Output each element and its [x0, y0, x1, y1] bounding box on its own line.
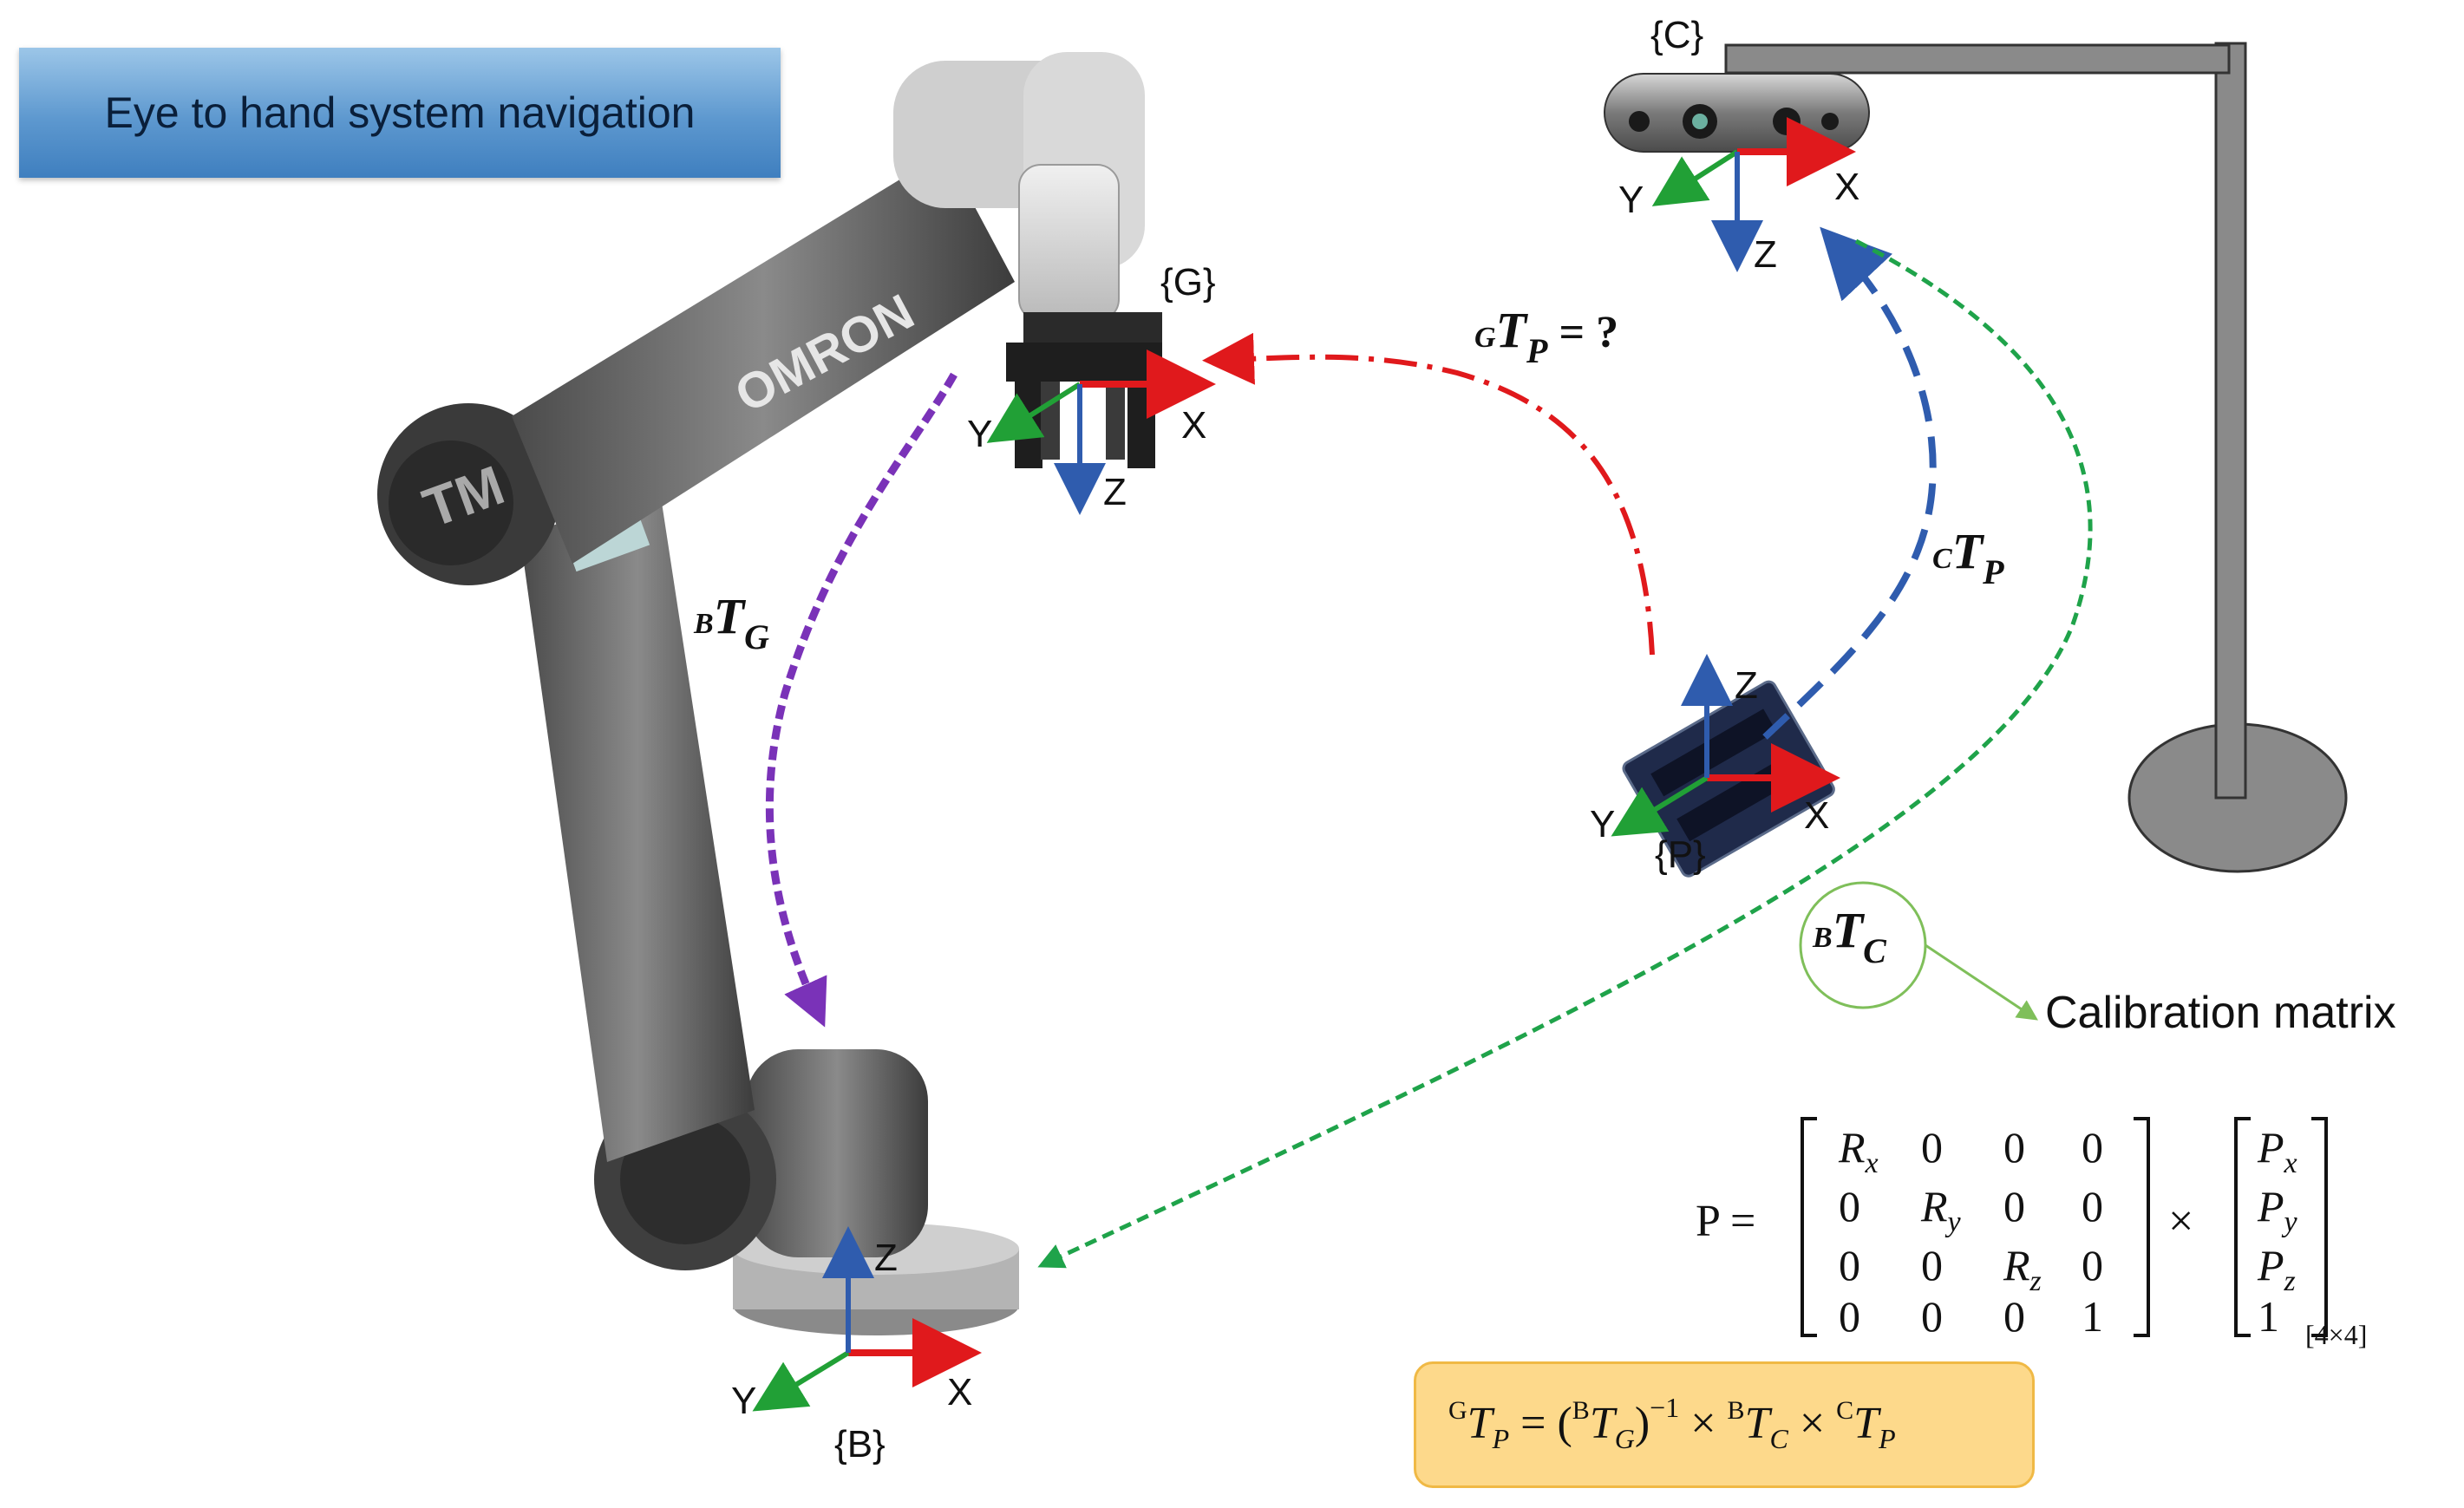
base-frame-label: {B} — [834, 1423, 886, 1466]
part-frame-label: {P} — [1655, 833, 1706, 876]
gripper-to-part-arrow — [1202, 332, 1655, 656]
camera-frame-axes — [1651, 117, 1856, 272]
base-to-camera-arrow — [1037, 238, 2093, 1269]
robot-arm: TM OMRON — [377, 52, 1162, 1335]
matrix-cell: 0 — [1839, 1182, 1860, 1231]
axis-label-z: Z — [1754, 233, 1777, 276]
axis-label-y: Y — [1618, 179, 1644, 221]
calibration-callout-arrow — [1925, 943, 2038, 1021]
axis-label-z: Z — [1103, 471, 1127, 513]
matrix-cell: 0 — [2003, 1292, 2025, 1341]
vector-cell: Py — [2257, 1182, 2298, 1238]
final-equation: GTP = (BTG)−1 × BTC × CTP — [1448, 1392, 1896, 1454]
matrix-cell: 0 — [2082, 1241, 2103, 1289]
axis-label-x: X — [1834, 166, 1859, 208]
axis-label-z: Z — [1735, 664, 1758, 707]
camera-stand — [1724, 42, 2348, 873]
matrix-cell: Rx — [1838, 1123, 1879, 1179]
part-frame-axes — [1611, 654, 1840, 837]
base-to-camera-label: BTC — [1812, 902, 1887, 970]
camera-to-part-label: CTP — [1932, 523, 2004, 591]
matrix-cell: 0 — [1921, 1292, 1943, 1341]
gripper-frame-label: {G} — [1160, 261, 1216, 304]
matrix-cell: Rz — [2003, 1241, 2042, 1297]
calibration-matrix-label: Calibration matrix — [2045, 988, 2396, 1038]
base-to-gripper-arrow — [765, 372, 957, 1028]
times-sign: × — [2168, 1197, 2193, 1246]
axis-label-y: Y — [731, 1380, 756, 1422]
matrix-cell: 0 — [1921, 1241, 1943, 1289]
gripper — [1006, 343, 1162, 468]
depth-camera — [1604, 73, 1870, 153]
vector-cell: Px — [2257, 1123, 2297, 1179]
matrix-cell: 0 — [1921, 1123, 1943, 1172]
axis-label-x: X — [1804, 794, 1829, 837]
axis-label-x: X — [1181, 404, 1206, 447]
gripper-frame-axes — [986, 349, 1216, 515]
matrix-cell: 0 — [2003, 1182, 2025, 1231]
matrix-cell: 0 — [2082, 1123, 2103, 1172]
axis-label-y: Y — [967, 413, 992, 455]
equation-lhs: P = — [1696, 1197, 1755, 1246]
vector-cell: Pz — [2257, 1241, 2296, 1297]
matrix-cell: 0 — [1839, 1292, 1860, 1341]
gripper-to-part-label: GTP = ? — [1474, 302, 1618, 370]
base-to-gripper-label: BTG — [693, 588, 769, 656]
final-equation-text: GTP = (BTG)−1 × BTC × CTP — [1448, 1392, 1896, 1454]
axis-label-z: Z — [874, 1237, 898, 1279]
matrix-cell: 0 — [2082, 1182, 2103, 1231]
matrix-cell: 1 — [2082, 1292, 2103, 1341]
camera-to-part-arrow — [1762, 226, 1937, 740]
matrix-size-label: [4×4] — [2305, 1319, 2367, 1350]
base-frame-axes — [752, 1226, 982, 1412]
title-banner: Eye to hand system navigation — [19, 48, 781, 178]
matrix-cell: 0 — [2003, 1123, 2025, 1172]
vector-cell: 1 — [2258, 1292, 2279, 1341]
axis-label-x: X — [947, 1371, 972, 1413]
matrix-cell: 0 — [1839, 1241, 1860, 1289]
final-equation-box — [1414, 1361, 2035, 1488]
axis-label-y: Y — [1590, 803, 1615, 845]
camera-frame-label: {C} — [1650, 14, 1703, 56]
matrix-cell: Ry — [1920, 1182, 1962, 1238]
